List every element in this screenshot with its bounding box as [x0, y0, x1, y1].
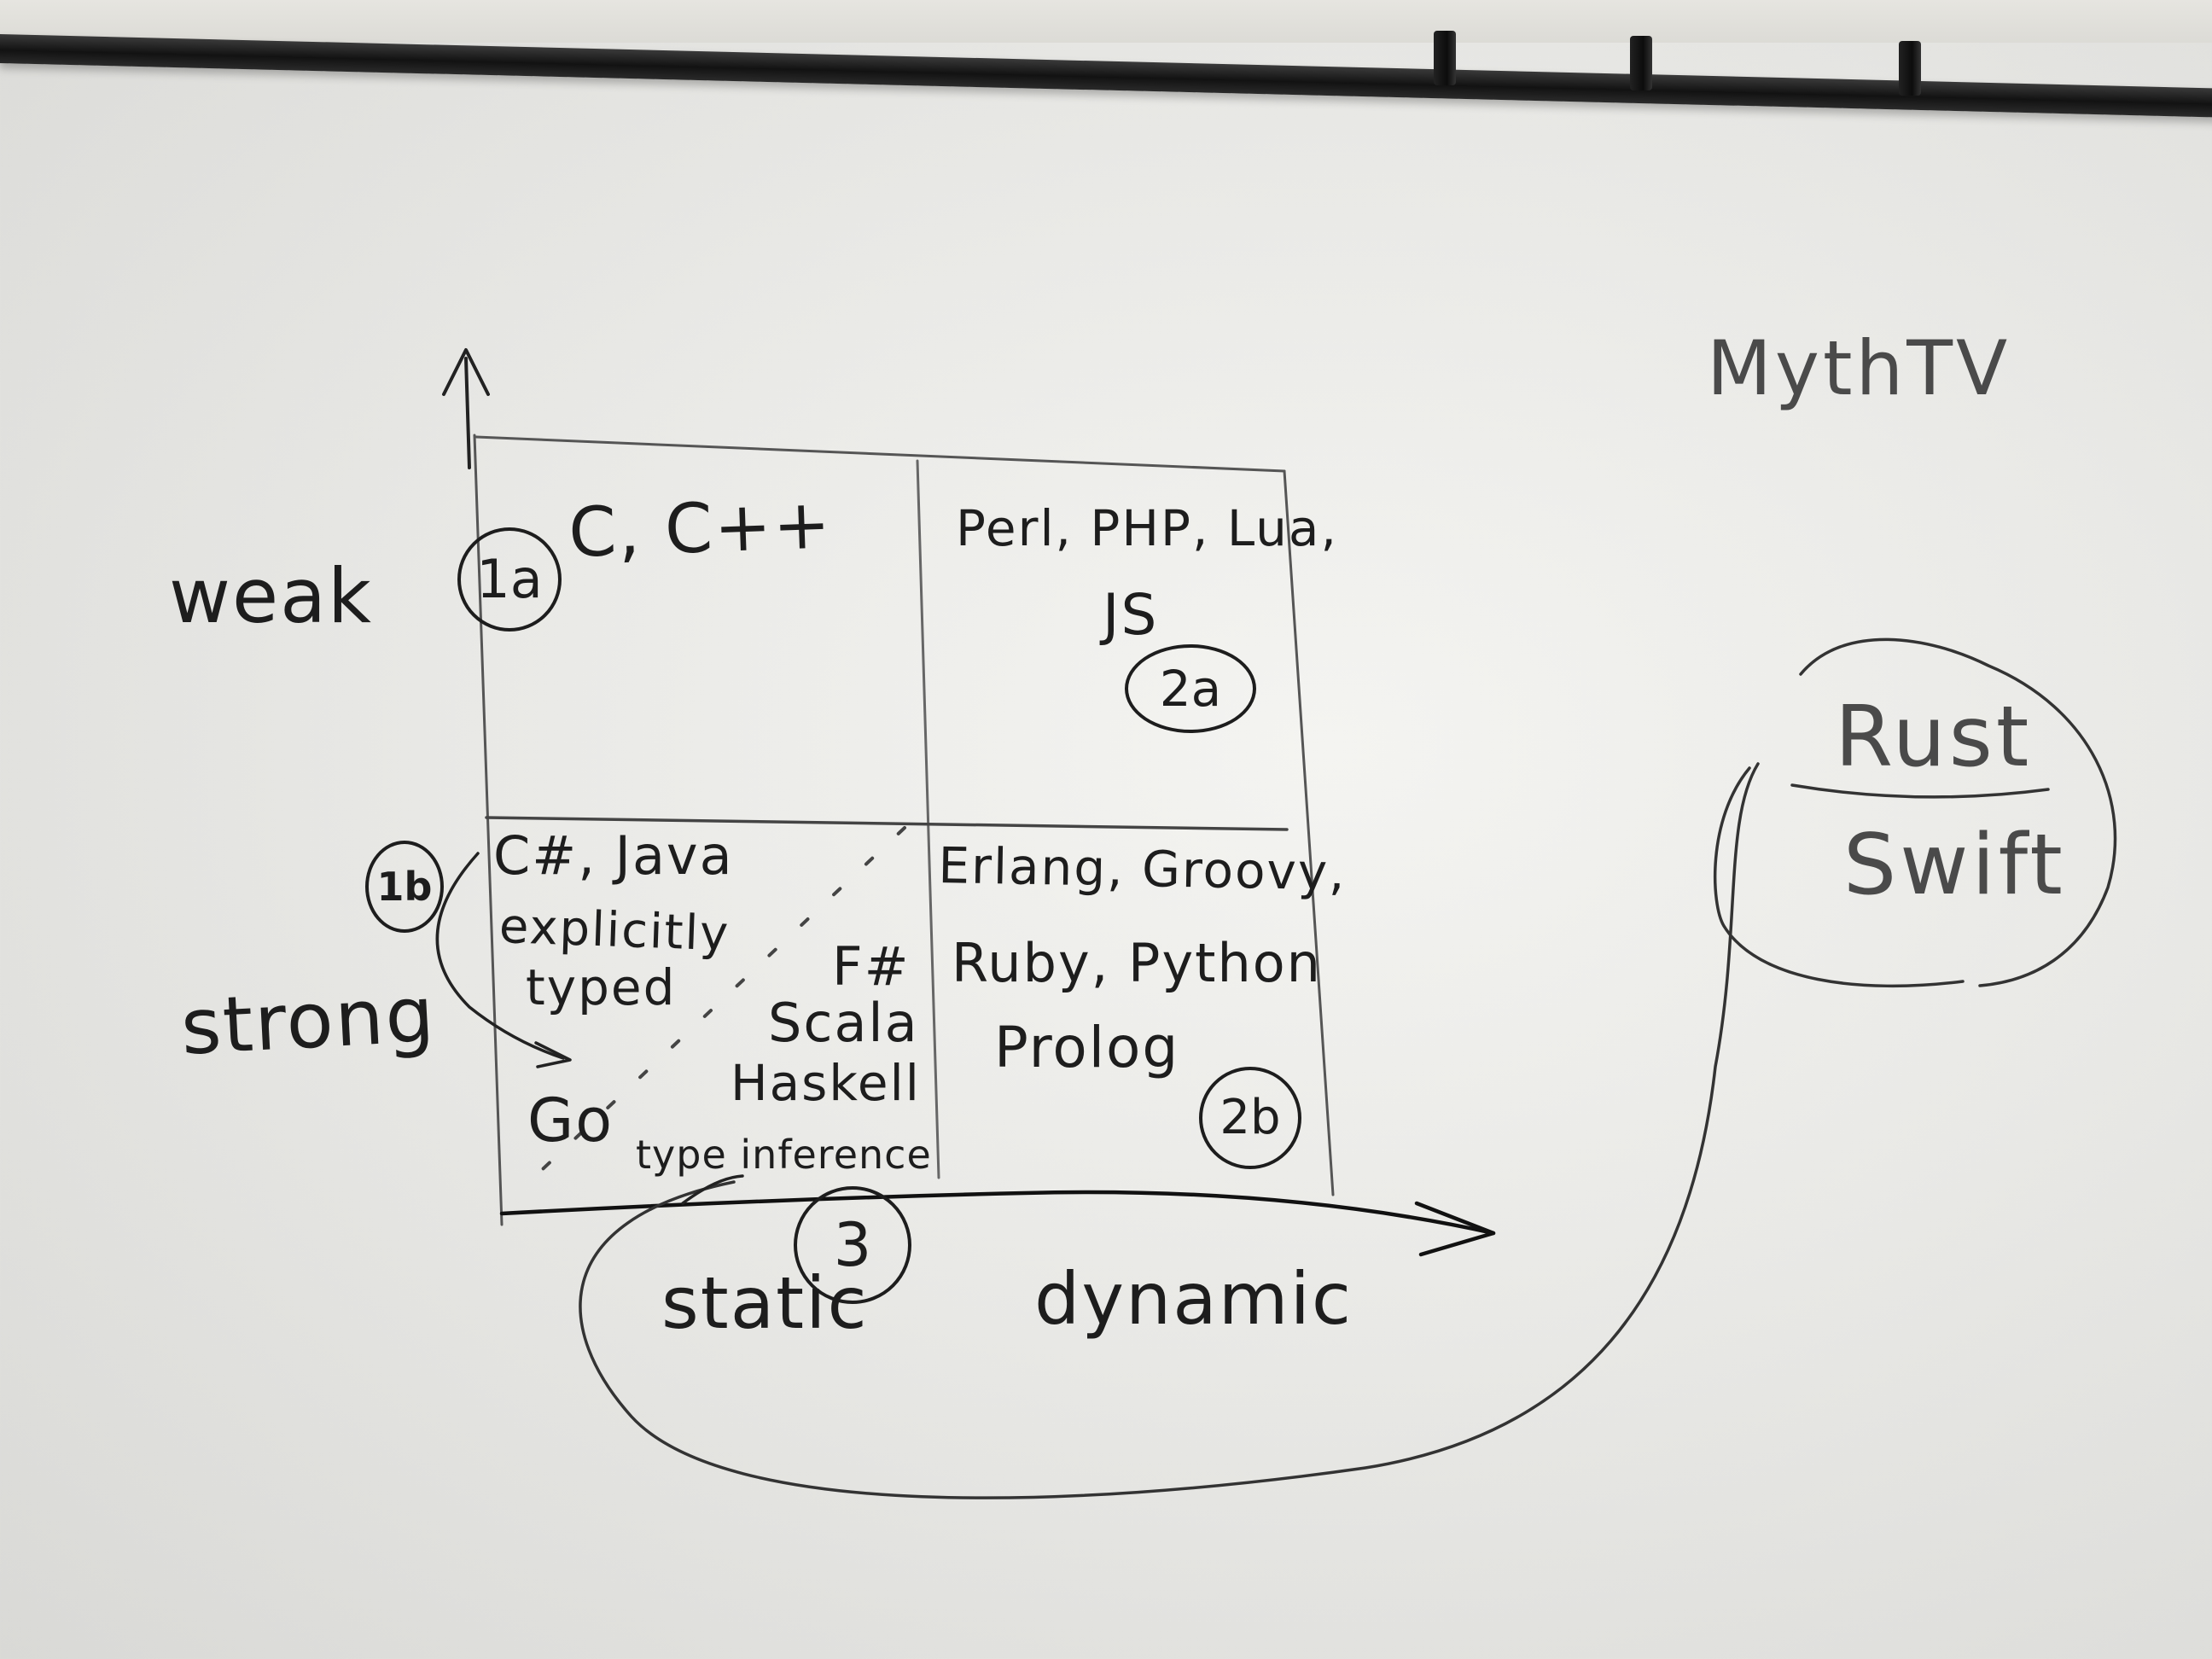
quadrant-1b-go: Go [527, 1086, 614, 1155]
grid-horizontal-divider [485, 816, 1289, 831]
bubble-swift: Swift [1843, 817, 2066, 914]
bubble-rust: Rust [1835, 689, 2033, 786]
quadrant-1b-line1: C#, Java [493, 824, 734, 887]
badge-1a: 1a [457, 527, 562, 632]
type-inference-pointer [681, 1174, 744, 1205]
rail-clip [1630, 36, 1652, 90]
quadrant-1b-type-inference: type inference [636, 1132, 932, 1178]
ceiling [0, 0, 2212, 43]
grid-right-edge [1283, 469, 1335, 1196]
quadrant-1b-line2: explicitly [498, 899, 731, 963]
quadrant-1b-scala: Scala [768, 992, 919, 1054]
inference-arrow [435, 852, 565, 1060]
quadrant-1a-text: C, C++ [567, 484, 834, 573]
badge-3: 3 [794, 1186, 911, 1304]
grid-top-edge [474, 435, 1286, 473]
x-axis-label-dynamic: dynamic [1034, 1257, 1353, 1341]
rust-swift-bubble-right [1799, 637, 2117, 987]
rail-clip [1434, 31, 1456, 85]
rail-clip [1899, 41, 1921, 96]
badge-1b: 1b [365, 841, 444, 933]
y-axis-arrowhead [442, 348, 490, 396]
x-axis-line [499, 1190, 1496, 1236]
quadrant-2b-line1: Erlang, Groovy, [937, 836, 1348, 902]
quadrant-1b-haskell: Haskell [731, 1054, 921, 1112]
quadrant-1b-fsharp: F# [832, 935, 911, 998]
grouping-loop [579, 762, 1760, 1499]
y-axis-label-weak: weak [169, 552, 373, 640]
quadrant-2b-line3: Prolog [994, 1015, 1180, 1080]
quadrant-2a-line1: Perl, PHP, Lua, [956, 499, 1338, 557]
x-axis-arrowhead [1414, 1201, 1496, 1257]
y-axis-line [464, 357, 471, 469]
badge-2b: 2b [1199, 1067, 1301, 1169]
grid-vertical-divider [916, 459, 940, 1179]
rust-swift-bubble [1713, 766, 1965, 988]
rust-underline [1790, 783, 2050, 799]
badge-2a: 2a [1125, 644, 1256, 733]
quadrant-2a-line2: JS [1103, 582, 1159, 648]
inference-arrowhead [534, 1041, 572, 1068]
quadrant-2b-line2: Ruby, Python [952, 932, 1322, 994]
y-axis-label-strong: strong [178, 969, 439, 1073]
quadrant-1b-line3: typed [526, 958, 677, 1016]
side-note-mythtv: MythTV [1707, 324, 2011, 412]
